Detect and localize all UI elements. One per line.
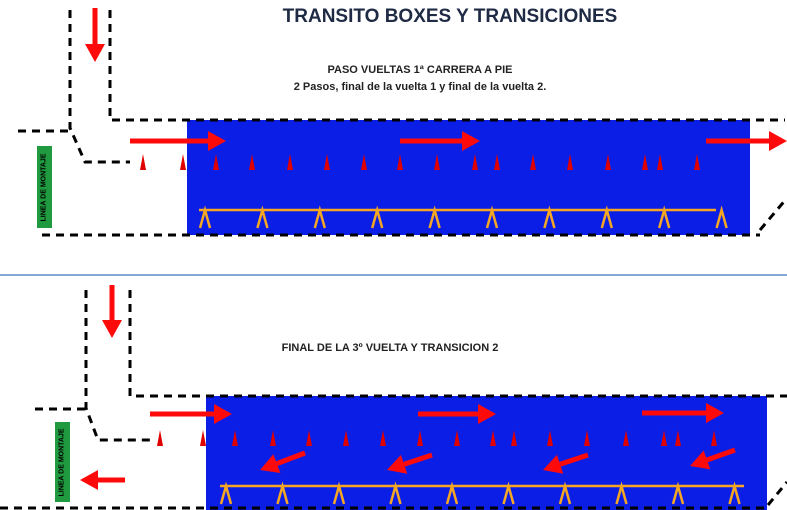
bike-rack-leg — [219, 481, 233, 505]
bike-rack-leg — [389, 481, 402, 505]
mount-line-sign-1: LINEA DE MONTAJE — [37, 146, 52, 228]
mount-line-label-1: LINEA DE MONTAJE — [41, 152, 48, 222]
arrow-left-diag-shaft — [559, 452, 589, 467]
cone-marker — [530, 154, 536, 170]
bike-rack-leg — [657, 205, 671, 229]
bike-rack-leg — [332, 481, 346, 505]
cone-marker — [397, 154, 403, 170]
page-title: TRANSITO BOXES Y TRANSICIONES — [282, 6, 618, 27]
cone-marker — [472, 154, 478, 170]
cone-marker — [380, 430, 386, 446]
arrow-right-head — [208, 131, 226, 151]
bike-rack-leg — [485, 205, 499, 229]
corridor-right-wall-2 — [128, 290, 787, 398]
mount-line-label-2: LINEA DE MONTAJE — [59, 427, 66, 497]
cone-marker — [454, 430, 460, 446]
bike-rack-leg — [198, 205, 212, 229]
cone-marker — [140, 154, 146, 170]
cone-marker — [417, 430, 423, 446]
bike-rack-leg — [502, 481, 515, 505]
arrow-left-diag-head — [260, 454, 281, 473]
cone-marker — [287, 154, 293, 170]
bike-rack-leg — [728, 481, 741, 505]
bike-rack-leg — [445, 481, 459, 505]
cone-marker — [232, 430, 238, 446]
cone-marker — [675, 430, 681, 446]
arrow-right-head — [706, 403, 724, 423]
bike-rack-leg — [256, 205, 269, 229]
arrow-down-entry-1-head — [85, 44, 105, 62]
bike-rack-leg — [428, 205, 441, 229]
cone-marker — [711, 430, 717, 446]
cone-marker — [605, 154, 611, 170]
bike-rack-leg — [276, 481, 289, 505]
cone-marker — [661, 430, 667, 446]
corridor-left-wall-2 — [84, 290, 150, 442]
cone-marker — [657, 154, 663, 170]
arrow-left-diag-head — [690, 450, 711, 470]
section1-heading: PASO VUELTAS 1ª CARRERA A PIE — [327, 64, 513, 76]
cone-marker — [494, 154, 500, 170]
corridor-left-wall-1 — [68, 10, 130, 164]
bike-rack-leg — [558, 481, 572, 505]
bike-rack-leg — [370, 205, 384, 229]
cone-marker — [200, 430, 206, 446]
arrow-left-diag-shaft — [706, 447, 736, 463]
bike-rack-leg — [543, 205, 556, 229]
cone-marker — [180, 154, 186, 170]
bike-rack-leg — [313, 205, 327, 229]
exit-diagonal-2 — [766, 481, 787, 506]
cone-marker — [511, 430, 517, 446]
arrow-right-head — [214, 404, 232, 424]
bike-rack-leg — [715, 205, 728, 229]
cone-marker — [623, 430, 629, 446]
corridor-right-wall-1 — [108, 10, 785, 122]
section2-heading: FINAL DE LA 3º VUELTA Y TRANSICION 2 — [281, 342, 499, 354]
cone-marker — [584, 430, 590, 446]
cone-marker — [567, 154, 573, 170]
mount-line-sign-2: LINEA DE MONTAJE — [55, 422, 70, 502]
bike-rack-leg — [671, 481, 685, 505]
arrow-left-diag-head — [387, 454, 408, 474]
bike-rack-leg — [600, 205, 614, 229]
cone-marker — [213, 154, 219, 170]
cone-marker — [324, 154, 330, 170]
exit-diagonal-1 — [758, 197, 787, 231]
cone-marker — [343, 430, 349, 446]
cone-marker — [490, 430, 496, 446]
arrow-left-exit-head — [80, 470, 98, 490]
arrow-left-diag-shaft — [403, 452, 433, 467]
arrow-right-exit-head — [769, 131, 787, 151]
cone-marker — [249, 154, 255, 170]
cone-marker — [642, 154, 648, 170]
cone-marker — [694, 154, 700, 170]
arrow-left-diag-head — [543, 454, 564, 474]
arrow-down-entry-2-head — [102, 320, 122, 338]
cone-marker — [157, 430, 163, 446]
arrow-right-head — [478, 404, 496, 424]
cone-marker — [434, 154, 440, 170]
bike-rack-leg — [615, 481, 628, 505]
cone-marker — [547, 430, 553, 446]
arrow-right-head — [462, 131, 480, 151]
cone-marker — [270, 430, 276, 446]
section1-subheading: 2 Pasos, final de la vuelta 1 y final de… — [293, 81, 547, 93]
cone-marker — [306, 430, 312, 446]
arrow-left-diag-shaft — [275, 450, 306, 466]
cone-marker — [361, 154, 367, 170]
